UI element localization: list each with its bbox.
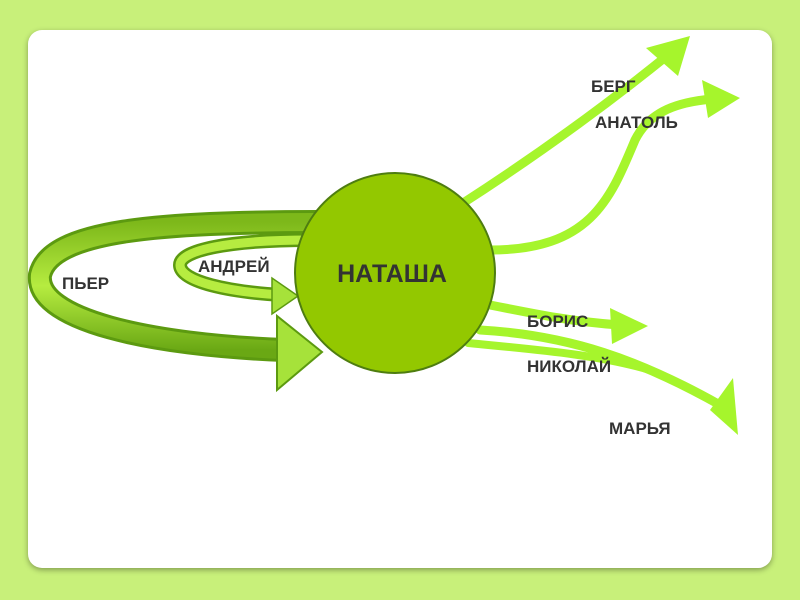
label-marya: МАРЬЯ	[609, 419, 671, 438]
arrowhead-boris	[610, 308, 648, 344]
label-anatol: АНАТОЛЬ	[595, 113, 678, 132]
label-pier: ПЬЕР	[62, 274, 109, 293]
arrow-loop-andrei-fill	[175, 235, 311, 300]
label-boris: БОРИС	[527, 312, 588, 331]
center-node-label: НАТАША	[337, 260, 447, 288]
arrow-to-anatol	[485, 94, 717, 255]
arrowhead-anatol	[702, 80, 740, 118]
arrowhead-berg	[646, 36, 690, 76]
arrow-to-berg	[455, 50, 673, 210]
label-berg: БЕРГ	[591, 77, 636, 96]
label-andrei: АНДРЕЙ	[198, 257, 270, 276]
center-node-natasha	[294, 172, 496, 374]
arrowhead-andrei	[271, 276, 300, 316]
arrow-loop-pier-fill	[30, 213, 321, 359]
arrowhead-pier	[276, 313, 324, 393]
arrow-to-marya	[475, 325, 725, 410]
arrow-to-boris	[485, 300, 625, 330]
label-nikolai: НИКОЛАЙ	[527, 357, 611, 376]
arrowhead-marya	[710, 378, 738, 435]
